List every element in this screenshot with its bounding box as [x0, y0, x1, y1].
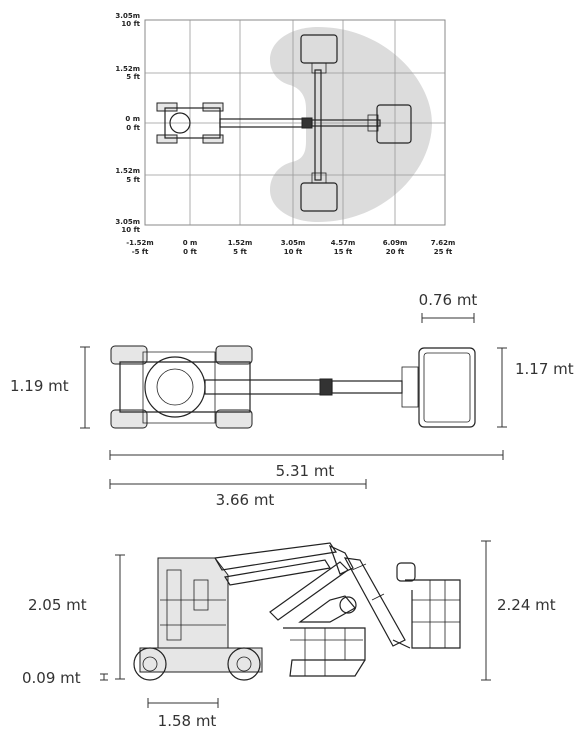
ground-clearance-label: 0.09 mt	[22, 669, 81, 687]
y-label-m: 3.05m	[115, 218, 140, 226]
platform-depth-label: 1.17 mt	[515, 360, 574, 378]
x-label-ft: 20 ft	[386, 248, 405, 256]
top-view-plan: 0.76 mt 1.19 mt 1.17 mt 5.31 mt	[10, 291, 574, 509]
y-label-m: 3.05m	[115, 12, 140, 20]
envelope-machine-base	[156, 69, 381, 181]
x-label-m: -1.52m	[126, 239, 153, 247]
overall-length-label: 5.31 mt	[276, 462, 335, 480]
x-label-ft: 0 ft	[183, 248, 197, 256]
machine-width-dimension	[80, 346, 90, 429]
working-envelope-plan: 3.05m 10 ft 1.52m 5 ft 0 m 0 ft 1.52m 5 …	[115, 12, 455, 256]
x-label-m: 6.09m	[383, 239, 408, 247]
envelope-grid-lines	[145, 20, 445, 225]
platform-width-dimension	[421, 313, 475, 323]
stowed-length-label: 3.66 mt	[216, 491, 275, 509]
x-label-ft: 10 ft	[284, 248, 303, 256]
machine-width-label: 1.19 mt	[10, 377, 69, 395]
overall-height-dimension	[481, 540, 491, 681]
x-label-m: 0 m	[183, 239, 198, 247]
envelope-grid-frame	[144, 19, 446, 226]
platform-width-label: 0.76 mt	[419, 291, 478, 309]
y-label-ft: 0 ft	[126, 124, 140, 132]
ground-clearance-dimension	[100, 673, 108, 681]
y-label-ft: 10 ft	[121, 226, 140, 234]
y-label-ft: 5 ft	[126, 176, 140, 184]
y-label-ft: 10 ft	[121, 20, 140, 28]
y-label-m: 1.52m	[115, 65, 140, 73]
x-label-ft: 5 ft	[233, 248, 247, 256]
wheelbase-dimension	[147, 698, 219, 708]
x-label-ft: 15 ft	[334, 248, 353, 256]
x-label-m: 1.52m	[228, 239, 253, 247]
envelope-platforms	[300, 34, 412, 212]
side-view-machine	[133, 542, 461, 681]
platform-depth-dimension	[497, 347, 507, 428]
x-label-m: 3.05m	[281, 239, 306, 247]
x-label-ft: 25 ft	[434, 248, 453, 256]
stowed-height-dimension	[115, 554, 125, 680]
y-label-ft: 5 ft	[126, 73, 140, 81]
working-envelope-area	[270, 27, 432, 222]
x-label-ft: -5 ft	[132, 248, 149, 256]
side-view: 2.05 mt 0.09 mt 2.24 mt 1.58 mt	[22, 540, 556, 729]
envelope-y-labels: 3.05m 10 ft 1.52m 5 ft 0 m 0 ft 1.52m 5 …	[115, 12, 140, 234]
stowed-height-label: 2.05 mt	[28, 596, 87, 614]
x-label-m: 4.57m	[331, 239, 356, 247]
x-label-m: 7.62m	[431, 239, 456, 247]
overall-length-dimension	[109, 450, 504, 460]
wheelbase-label: 1.58 mt	[158, 712, 217, 729]
top-view-machine	[110, 345, 476, 429]
y-label-m: 1.52m	[115, 167, 140, 175]
envelope-x-labels: -1.52m -5 ft 0 m 0 ft 1.52m 5 ft 3.05m 1…	[126, 239, 455, 256]
overall-height-label: 2.24 mt	[497, 596, 556, 614]
stowed-length-dimension	[109, 479, 367, 489]
y-label-m: 0 m	[125, 115, 140, 123]
